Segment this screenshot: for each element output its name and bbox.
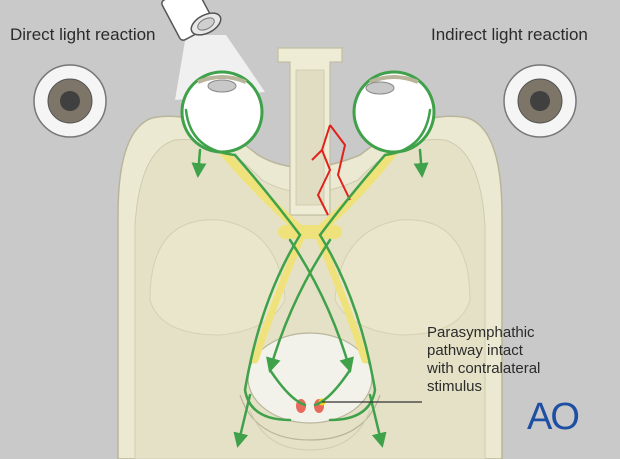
green-pathway	[184, 108, 432, 448]
label-pathway-line-4: stimulus	[427, 378, 483, 395]
occipital-ridge	[239, 394, 381, 441]
label-indirect-light: Indirect light reaction	[431, 25, 588, 44]
label-pathway: Parasymphathic pathway intact with contr…	[427, 324, 607, 396]
label-pathway-line-2: pathway intact	[427, 342, 523, 359]
optic-tract-left	[251, 236, 304, 364]
label-pathway-line-3: with contralateral	[427, 360, 541, 377]
eye-right	[352, 70, 436, 154]
eye-left	[180, 70, 264, 154]
label-direct-light: Direct light reaction	[10, 25, 156, 44]
pupil-icon-direct	[33, 64, 107, 138]
optic-tract-right	[316, 236, 369, 364]
pupil-icon-indirect	[503, 64, 577, 138]
occipital-ridge-2	[249, 409, 371, 451]
brainstem	[247, 332, 373, 424]
label-pathway-line-1: Parasymphathic	[427, 324, 535, 341]
septum-inner	[295, 69, 325, 206]
flashlight-icon	[161, 0, 222, 41]
fracture-lines	[311, 124, 351, 216]
ao-logo: AO	[527, 396, 580, 438]
